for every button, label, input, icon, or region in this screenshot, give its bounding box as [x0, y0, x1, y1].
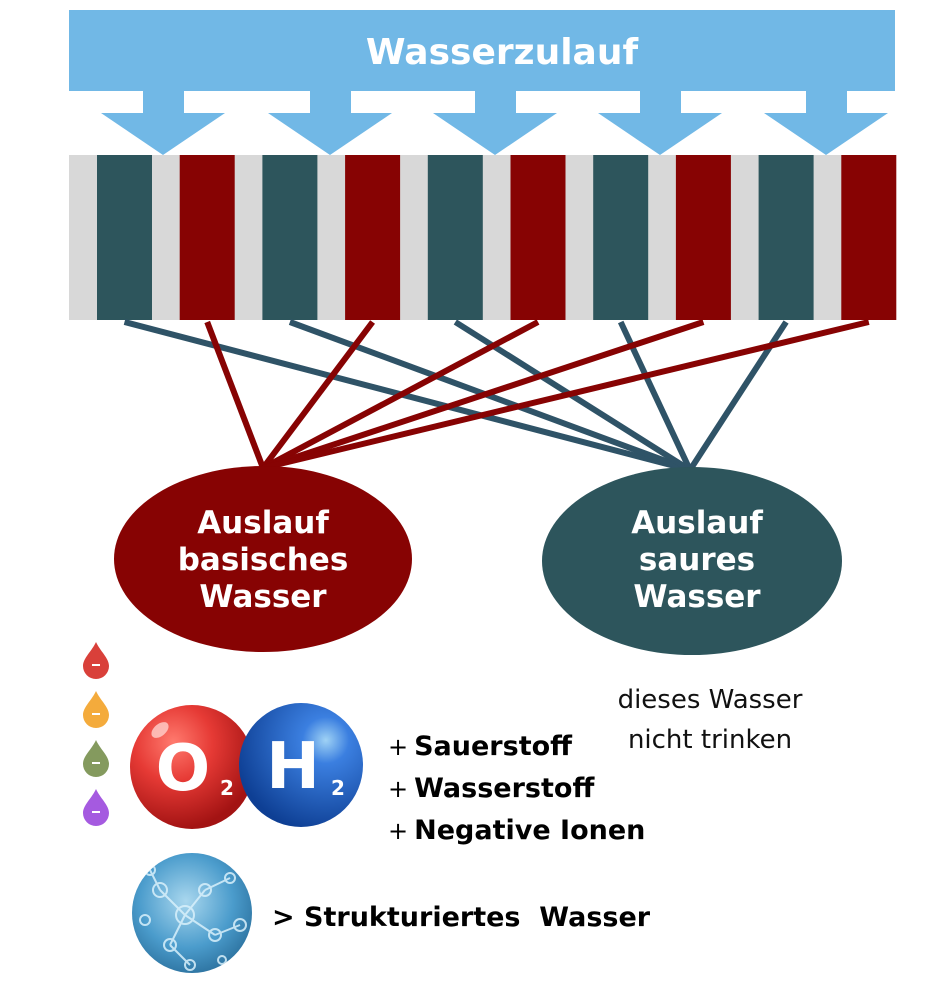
negative-ion-drop-icon [83, 642, 109, 679]
anode-plate [97, 155, 152, 320]
hydrogen-subscript: 2 [331, 776, 345, 800]
anode-plate [262, 155, 318, 320]
benefit-item: +Sauerstoff [388, 726, 645, 768]
header-title: Wasserzulauf [366, 32, 639, 73]
warning-note: dieses Wasser nicht trinken [590, 680, 830, 760]
oxygen-molecule-icon: O 2 [130, 705, 254, 829]
negative-ion-drops [83, 642, 109, 826]
plus-icon: + [388, 775, 409, 803]
anode-plate [758, 155, 814, 320]
plus-icon: + [388, 733, 409, 761]
benefit-label: Wasserstoff [414, 773, 595, 804]
inflow-arrow-icon [268, 90, 392, 155]
acidic-outlet-line-3: Wasser [633, 579, 761, 615]
oxygen-symbol: O [156, 732, 210, 806]
plus-icon: + [388, 817, 409, 845]
basic-connection-line [261, 319, 540, 471]
cathode-plate [510, 155, 566, 320]
basic-connection-line [262, 319, 870, 471]
basic-connection-line [262, 319, 705, 471]
electrode-strip [69, 155, 897, 320]
water-molecule-cluster-icon [132, 853, 252, 973]
basic-outlet-line-3: Wasser [199, 579, 327, 615]
basic-outlet-line-2: basisches [178, 542, 349, 578]
basic-connection-line [260, 320, 375, 470]
acidic-outlet-line-1: Auslauf [631, 505, 763, 541]
connection-lines [123, 319, 870, 473]
inflow-arrow-icon [764, 90, 888, 155]
anode-plate [427, 155, 483, 320]
structured-water-label: > Strukturiertes Wasser [272, 902, 651, 933]
cathode-plate [841, 155, 897, 320]
acidic-connection-line [123, 319, 691, 473]
basic-water-outlet: Auslauf basisches Wasser [114, 466, 412, 652]
negative-ion-drop-icon [83, 789, 109, 826]
basic-connection-line [204, 320, 266, 470]
hydrogen-molecule-icon: H 2 [239, 703, 363, 827]
anode-plate [593, 155, 649, 320]
water-inflow-header: Wasserzulauf [69, 10, 895, 91]
negative-ion-drop-icon [83, 691, 109, 728]
oxygen-subscript: 2 [220, 776, 234, 800]
cathode-plate [345, 155, 401, 320]
basic-outlet-line-1: Auslauf [197, 505, 329, 541]
acidic-outlet-line-2: saures [639, 542, 755, 578]
benefit-label: Negative Ionen [414, 815, 646, 846]
negative-ion-drop-icon [83, 740, 109, 777]
benefit-label: Sauerstoff [414, 731, 573, 762]
cathode-plate [675, 155, 731, 320]
inflow-arrows [101, 90, 888, 155]
cathode-plate [179, 155, 235, 320]
warning-note-line-1: dieses Wasser [617, 685, 803, 715]
inflow-arrow-icon [433, 90, 557, 155]
acidic-water-outlet: Auslauf saures Wasser [542, 467, 842, 655]
benefit-item: +Wasserstoff [388, 768, 645, 810]
inflow-arrow-icon [598, 90, 722, 155]
benefit-item: +Negative Ionen [388, 810, 645, 852]
warning-note-line-2: nicht trinken [627, 725, 793, 755]
inflow-arrow-icon [101, 90, 225, 155]
hydrogen-symbol: H [266, 730, 320, 804]
benefits-list: +Sauerstoff +Wasserstoff +Negative Ionen [388, 726, 645, 852]
